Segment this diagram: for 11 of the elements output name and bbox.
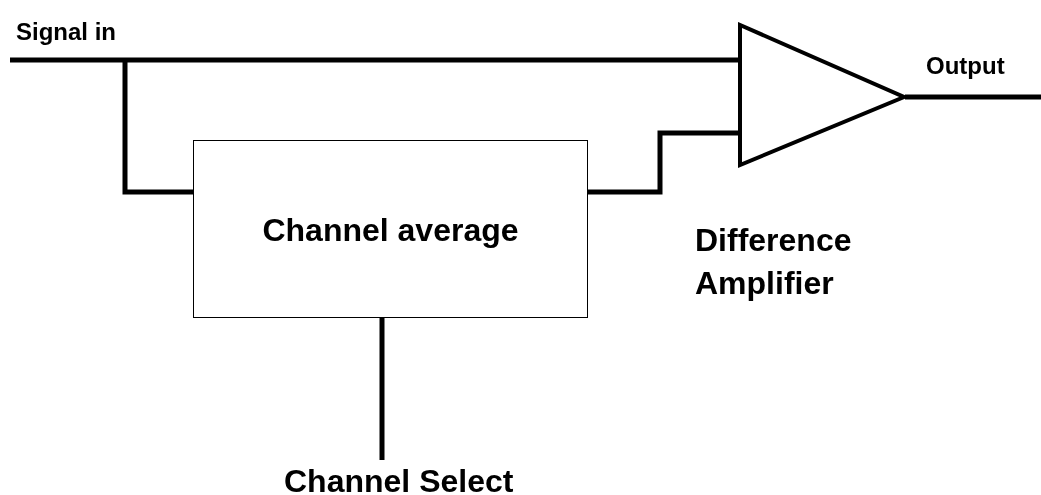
wire bbox=[379, 318, 385, 460]
signal-label: Channel Select bbox=[284, 462, 514, 495]
wire bbox=[10, 57, 738, 63]
amplifier-label: Difference Amplifier bbox=[695, 221, 853, 304]
wire bbox=[905, 94, 1041, 100]
wire bbox=[122, 60, 193, 195]
process-box bbox=[193, 140, 588, 318]
box-label: Channel average bbox=[261, 211, 520, 250]
signal-label: Output bbox=[926, 51, 1005, 81]
wire bbox=[588, 130, 738, 195]
signal-label: Signal in bbox=[16, 17, 116, 47]
